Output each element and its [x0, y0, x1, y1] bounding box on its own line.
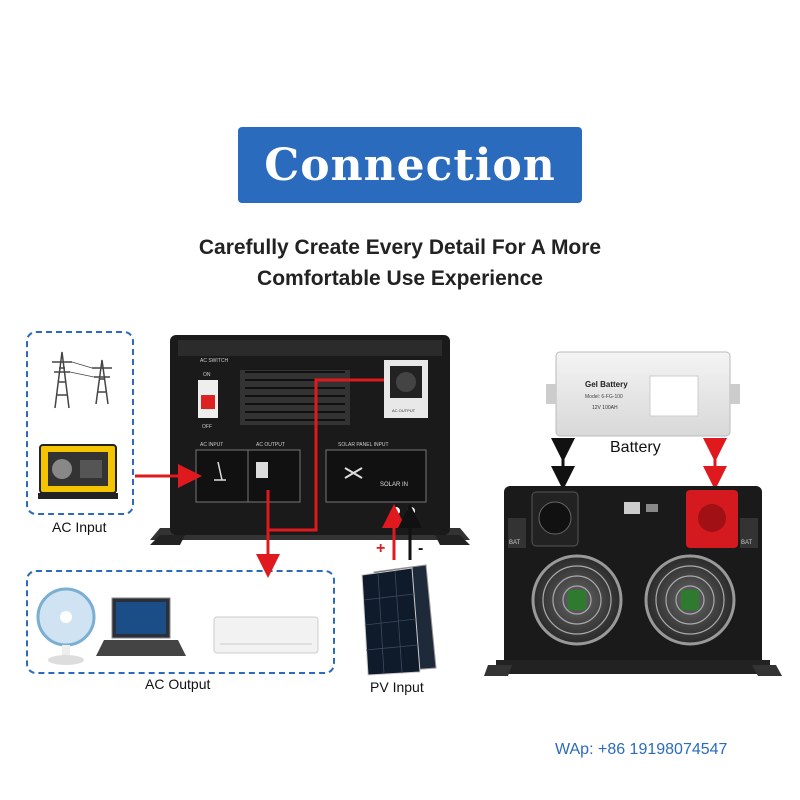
socket-label-text: AC OUTPUT	[392, 408, 416, 413]
inverter-back-view	[150, 335, 470, 545]
air-conditioner-icon	[213, 616, 319, 654]
ac-input-port-text: AC INPUT	[200, 442, 223, 448]
ac-input-box	[26, 331, 134, 515]
pv-input-label: PV Input	[370, 679, 424, 695]
ac-input-label: AC Input	[52, 519, 107, 535]
subtitle: Carefully Create Every Detail For A More…	[100, 232, 700, 294]
bat-left-text: BAT	[509, 540, 521, 546]
solar-in-text: SOLAR IN	[380, 482, 408, 488]
inverter-front-view	[484, 486, 782, 676]
pv-minus-label: -	[418, 540, 424, 557]
laptop-icon	[96, 597, 186, 656]
battery-label: Battery	[610, 439, 661, 456]
bat-right-text: BAT	[741, 540, 753, 546]
contact-number: WAp: +86 19198074547	[555, 741, 728, 758]
pv-plus-label: +	[376, 540, 386, 557]
battery-icon	[546, 351, 740, 437]
ac-switch-text: AC SWITCH	[200, 358, 228, 364]
power-tower-icon	[52, 351, 112, 409]
ac-output-box	[26, 570, 335, 674]
switch-on-text: ON	[203, 372, 211, 378]
solar-panel-input-text: SOLAR PANEL INPUT	[338, 442, 389, 448]
battery-model-text: Model: 6-FG-100	[585, 394, 623, 400]
ac-output-port-text: AC OUTPUT	[256, 442, 285, 448]
socket-wire	[268, 378, 384, 532]
subtitle-line-2: Comfortable Use Experience	[257, 267, 543, 290]
solar-panel-icon	[361, 564, 437, 676]
fan-icon	[36, 587, 96, 665]
page-title: Connection	[264, 139, 556, 191]
battery-spec-text: 12V 100AH	[592, 405, 618, 411]
generator-icon	[38, 444, 118, 499]
title-banner: Connection	[238, 127, 582, 203]
ac-output-label: AC Output	[145, 676, 211, 692]
switch-off-text: OFF	[202, 424, 212, 430]
battery-brand-text: Gel Battery	[585, 380, 628, 389]
subtitle-line-1: Carefully Create Every Detail For A More	[198, 236, 602, 259]
